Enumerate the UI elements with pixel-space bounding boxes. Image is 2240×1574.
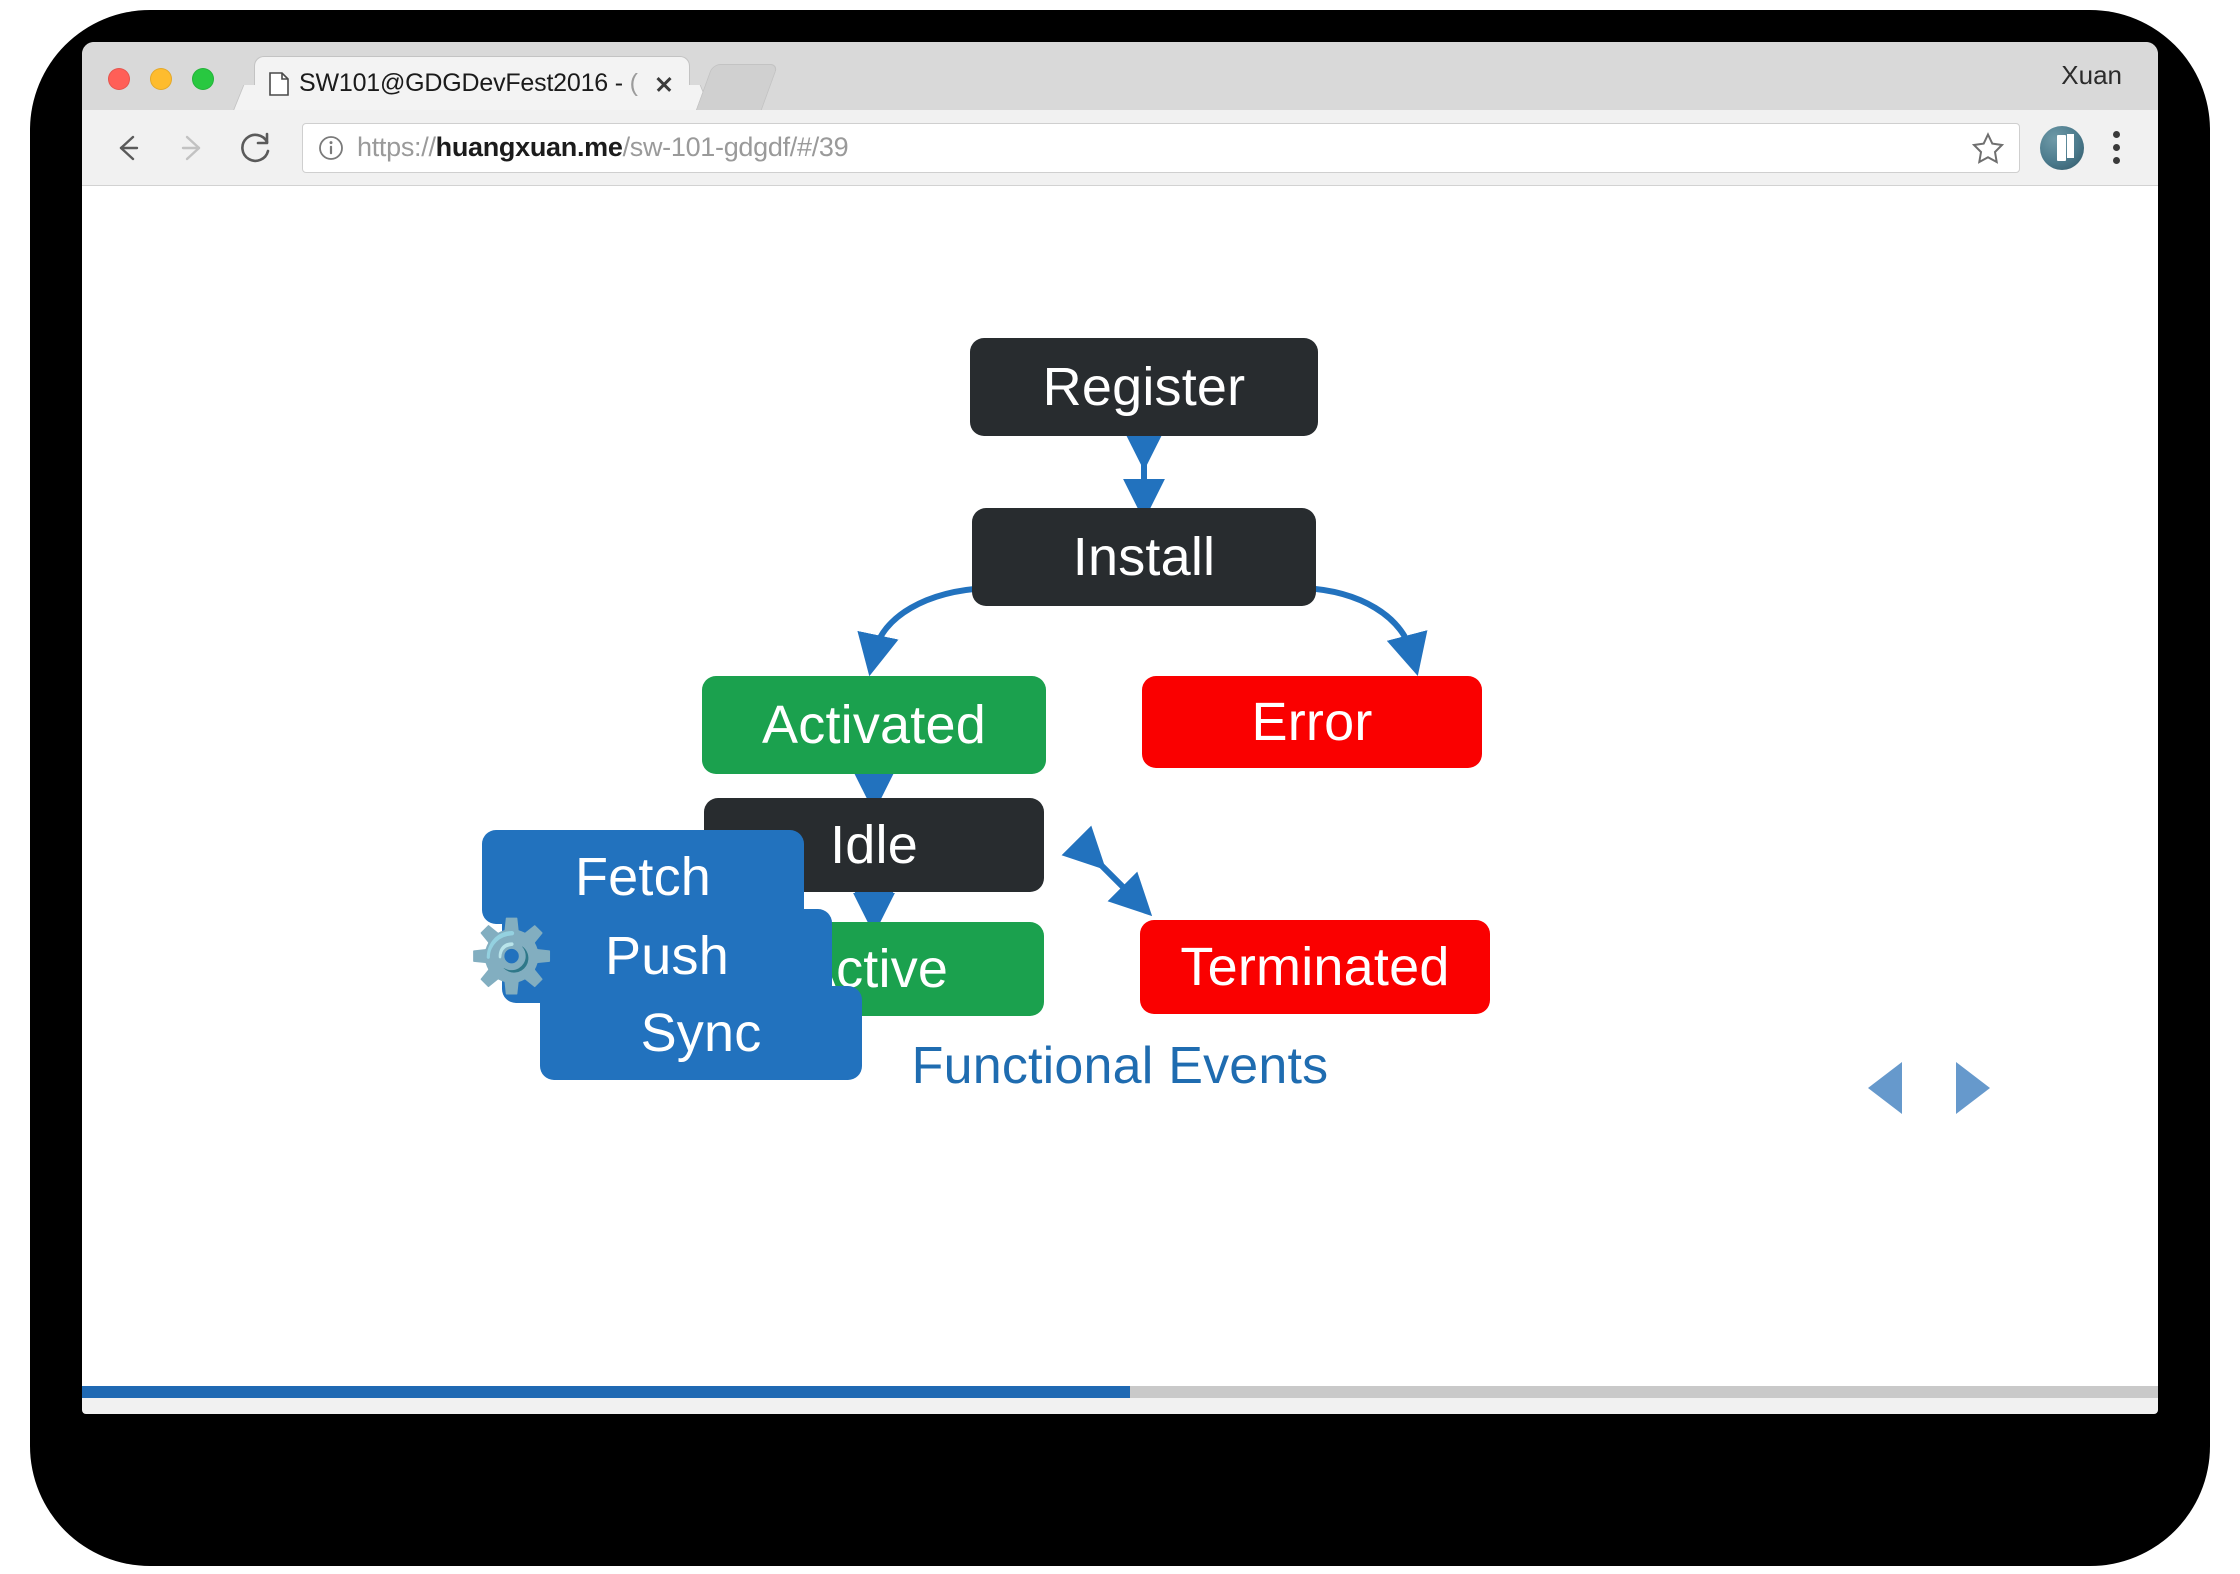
connector-idle-terminated	[1061, 825, 1153, 917]
state-node-label: Register	[1042, 357, 1246, 417]
state-node-label: Push	[605, 926, 729, 986]
state-node-label: Fetch	[574, 847, 712, 907]
state-node-label: Error	[1251, 692, 1373, 752]
state-node-label: Activated	[762, 695, 986, 755]
gear-icon: ⚙️	[468, 917, 556, 995]
browser-tab[interactable]: SW101@GDGDevFest2016 - (	[254, 56, 690, 110]
window-traffic-lights	[108, 68, 214, 90]
browser-window: SW101@GDGDevFest2016 - ( Xuan	[82, 42, 2158, 1414]
slide-caption: Functional Events	[911, 1037, 1329, 1095]
state-node-install: Install	[972, 508, 1316, 606]
url-path: /sw-101-gdgdf/#/39	[622, 132, 849, 162]
connector-install-error	[1303, 585, 1428, 677]
tab-title: SW101@GDGDevFest2016 - (	[299, 69, 638, 97]
address-bar[interactable]: https://huangxuan.me/sw-101-gdgdf/#/39	[302, 122, 2020, 173]
info-circle-icon[interactable]	[317, 134, 345, 162]
three-dot-menu-icon[interactable]	[2096, 124, 2136, 172]
state-node-sync: Sync	[540, 986, 862, 1080]
url-text: https://huangxuan.me/sw-101-gdgdf/#/39	[357, 132, 848, 163]
browser-toolbar: https://huangxuan.me/sw-101-gdgdf/#/39	[82, 110, 2158, 186]
state-node-label: Idle	[830, 815, 918, 875]
previous-slide-button[interactable]	[1868, 1062, 1902, 1114]
star-icon[interactable]	[1971, 131, 2005, 165]
slide-progress-track[interactable]	[82, 1386, 2158, 1398]
url-scheme: https://	[357, 132, 436, 162]
close-window-button[interactable]	[108, 68, 130, 90]
state-node-register: Register	[970, 338, 1318, 436]
connector-install-activated	[857, 585, 988, 677]
state-node-fetch: Fetch	[482, 830, 804, 924]
new-tab-button[interactable]	[695, 64, 779, 111]
profile-name[interactable]: Xuan	[2061, 60, 2122, 90]
state-node-label: Sync	[640, 1003, 762, 1063]
state-node-activated: Activated	[702, 676, 1046, 774]
state-node-terminated: Terminated	[1140, 920, 1490, 1014]
slide-progress-fill	[82, 1386, 1131, 1398]
state-node-error: Error	[1142, 676, 1482, 768]
document-icon	[269, 71, 289, 96]
lighthouse-avatar-icon[interactable]	[2040, 125, 2084, 170]
tab-title-truncated: (	[629, 69, 638, 97]
tab-strip: SW101@GDGDevFest2016 - ( Xuan	[82, 42, 2158, 111]
state-node-idle: Idle	[704, 798, 1044, 892]
state-node-label: Install	[1072, 527, 1216, 587]
state-node-label: Terminated	[1180, 937, 1450, 997]
maximize-window-button[interactable]	[192, 68, 214, 90]
forward-button[interactable]	[168, 124, 216, 172]
back-button[interactable]	[104, 124, 152, 172]
close-tab-button[interactable]	[649, 69, 679, 99]
url-host: huangxuan.me	[435, 132, 623, 162]
reload-button[interactable]	[232, 124, 280, 172]
minimize-window-button[interactable]	[150, 68, 172, 90]
next-slide-button[interactable]	[1956, 1062, 1990, 1114]
